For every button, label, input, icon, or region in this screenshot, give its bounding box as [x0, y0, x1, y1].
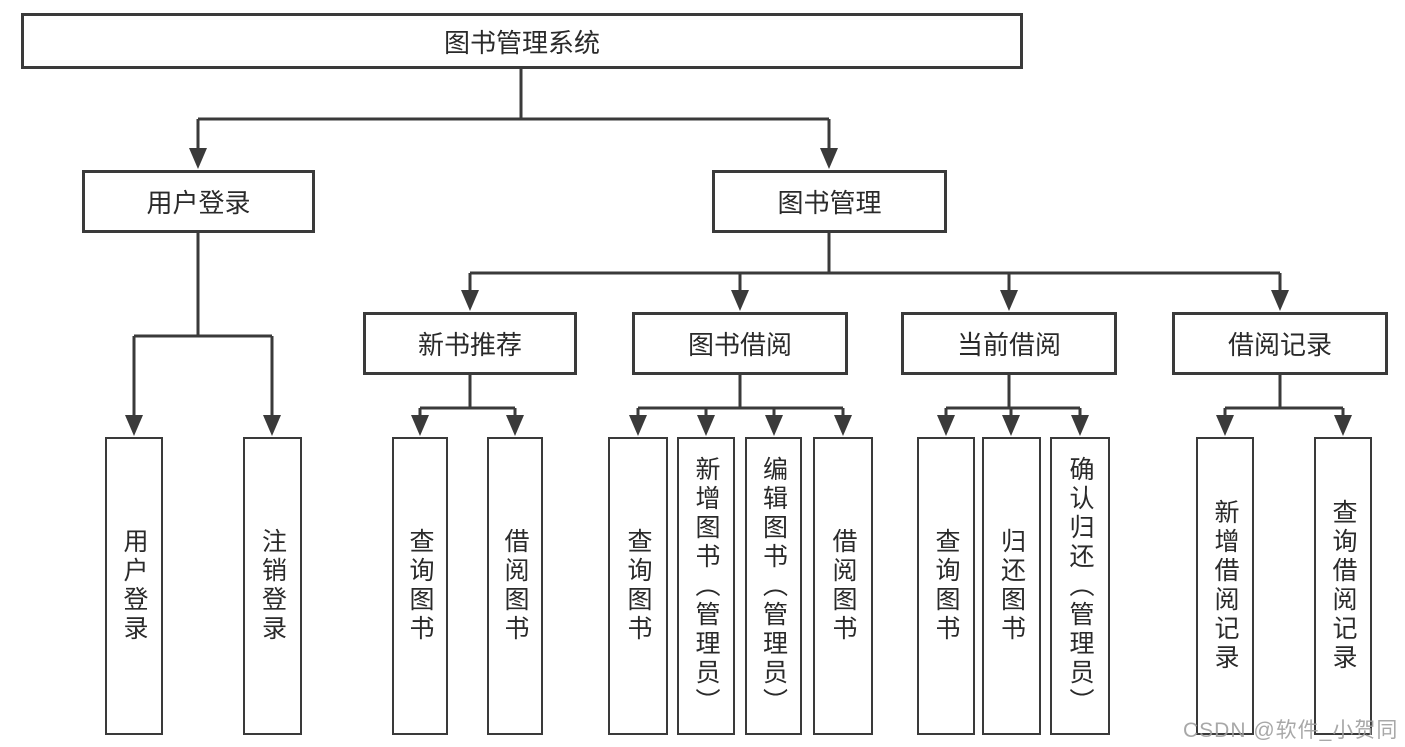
node-new-book-recommend: 新书推荐 — [363, 312, 577, 375]
node-book-borrowing: 图书借阅 — [632, 312, 848, 375]
tree-edges — [132, 69, 1345, 417]
arrowhead-icons — [125, 148, 1352, 436]
node-borrowing-records: 借阅记录 — [1172, 312, 1388, 375]
leaf-add-borrow-record: 新增借阅记录 — [1196, 437, 1254, 735]
leaf-borrow-books-recommend: 借阅图书 — [487, 437, 543, 735]
node-user-login-branch: 用户登录 — [82, 170, 315, 233]
leaf-add-books-admin: 新增图书（管理员） — [677, 437, 735, 735]
leaf-user-login: 用户登录 — [105, 437, 163, 735]
node-current-borrowing: 当前借阅 — [901, 312, 1117, 375]
node-system-root: 图书管理系统 — [21, 13, 1023, 69]
leaf-confirm-return-admin: 确认归还（管理员） — [1050, 437, 1110, 735]
leaf-borrow-books: 借阅图书 — [813, 437, 873, 735]
node-book-management-branch: 图书管理 — [712, 170, 947, 233]
leaf-query-books-current: 查询图书 — [917, 437, 975, 735]
leaf-query-borrow-record: 查询借阅记录 — [1314, 437, 1372, 735]
leaf-query-books-recommend: 查询图书 — [392, 437, 448, 735]
leaf-logout: 注销登录 — [243, 437, 302, 735]
watermark: CSDN @软件_小贺同学 — [1183, 719, 1399, 742]
leaf-edit-books-admin: 编辑图书（管理员） — [745, 437, 802, 735]
leaf-query-books-borrowing: 查询图书 — [608, 437, 668, 735]
leaf-return-books: 归还图书 — [982, 437, 1041, 735]
